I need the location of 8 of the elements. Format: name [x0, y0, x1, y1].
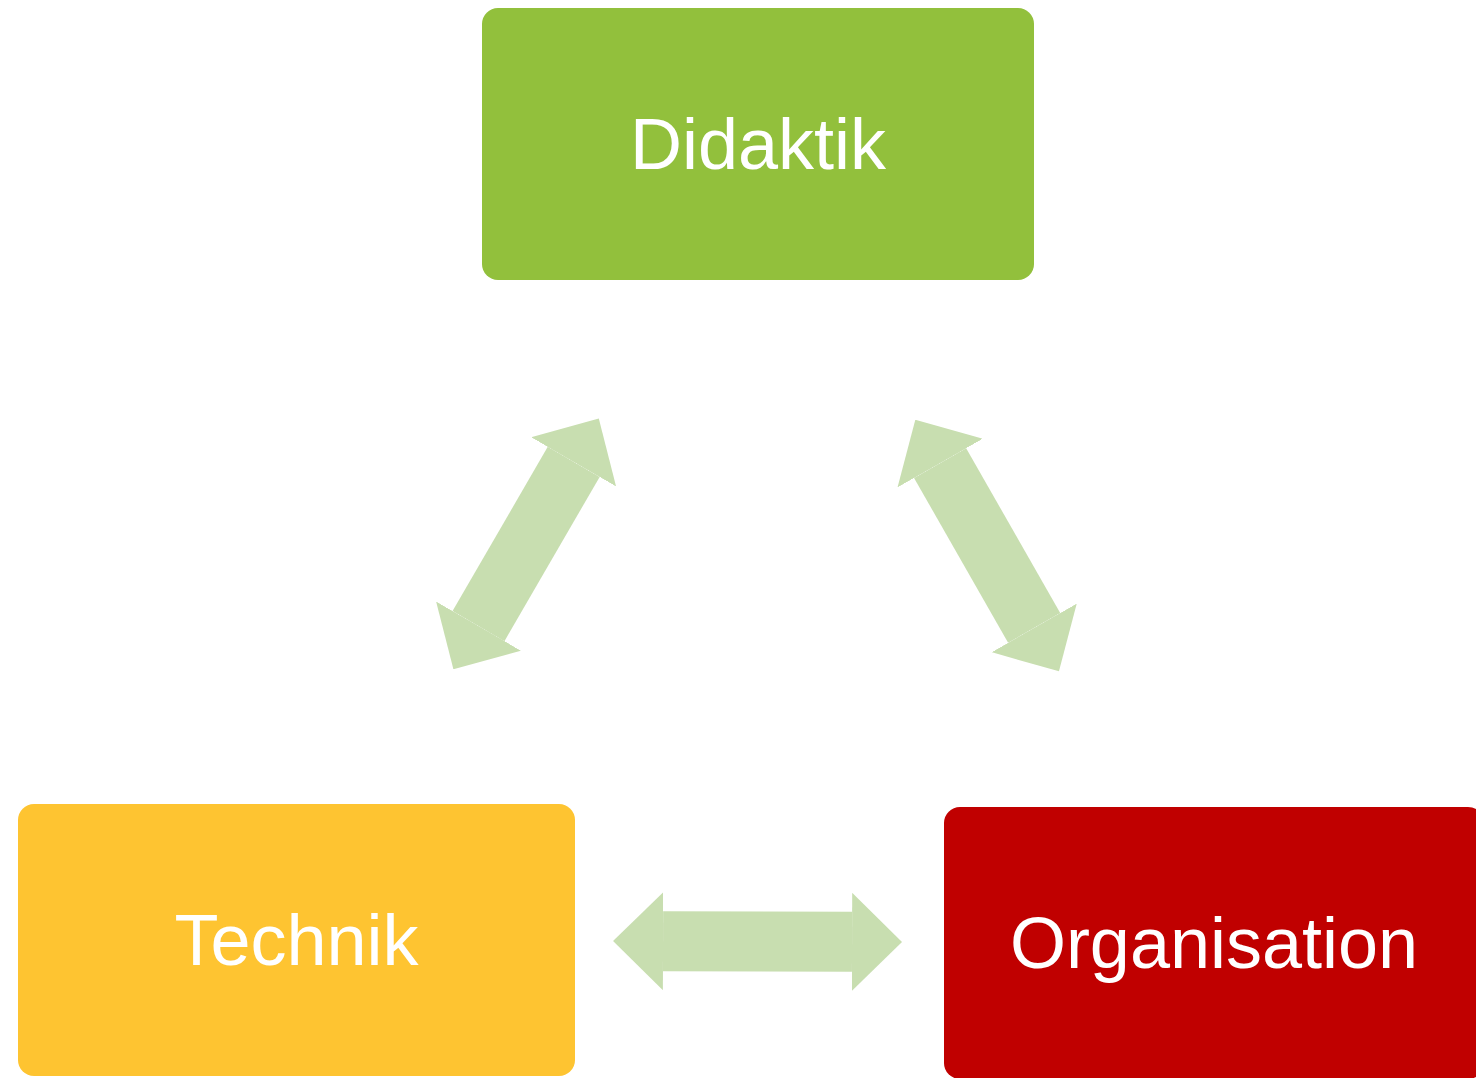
category-box: [482, 8, 1034, 280]
category-box: [944, 807, 1476, 1078]
double-arrow: [897, 419, 1077, 672]
box-label: Didaktik: [629, 108, 887, 180]
double-arrow: [436, 418, 617, 670]
double-arrow: [613, 892, 903, 991]
box-label: Technik: [174, 904, 419, 976]
category-box: [18, 804, 575, 1076]
